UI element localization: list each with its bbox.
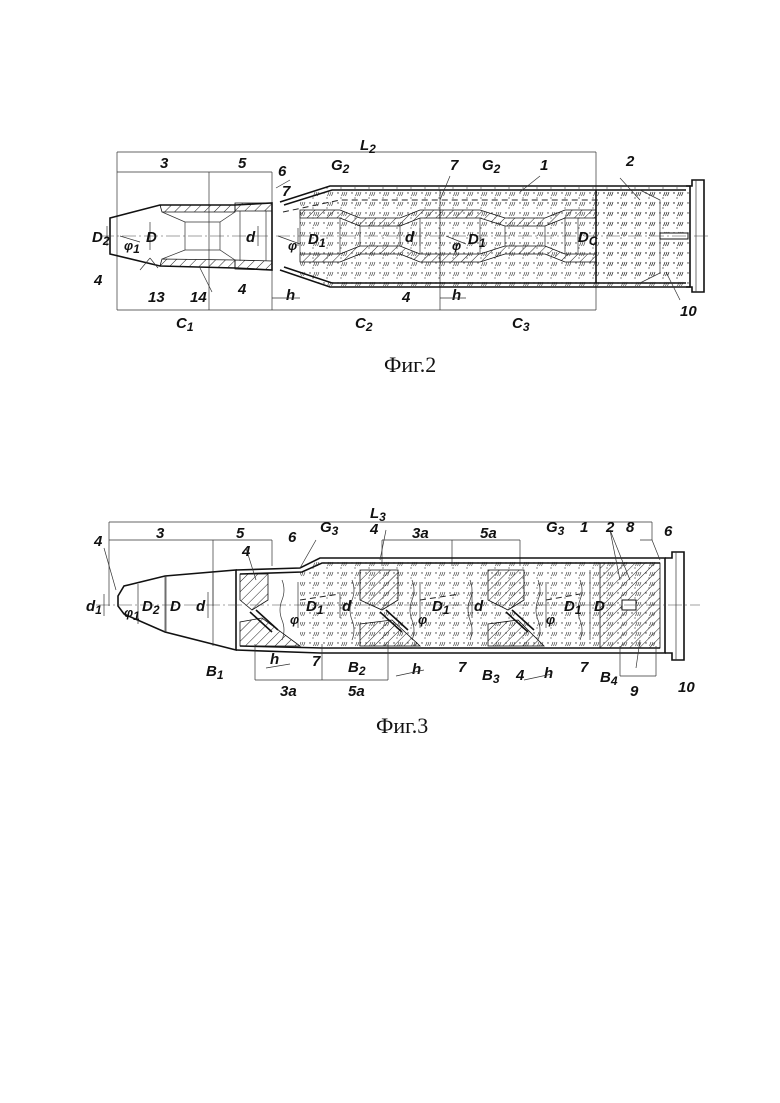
label-B4: B4 xyxy=(600,669,618,688)
label-5a-bot: 5a xyxy=(348,683,365,700)
cartridge-case-fig3 xyxy=(96,530,700,680)
label-4d: 4 xyxy=(515,667,525,684)
caption-fig2: Фиг.2 xyxy=(384,352,436,377)
label-h3: h xyxy=(544,665,553,682)
label-14: 14 xyxy=(190,289,207,306)
label-7b: 7 xyxy=(450,157,459,174)
label-10: 10 xyxy=(680,303,697,320)
label-5a-top: 5a xyxy=(480,525,497,542)
label-7b: 7 xyxy=(458,659,467,676)
label-B3: B3 xyxy=(482,667,500,686)
label-4a: 4 xyxy=(93,272,103,289)
label-phi-a: φ xyxy=(288,238,297,253)
label-1: 1 xyxy=(540,157,548,174)
label-h2: h xyxy=(412,661,421,678)
label-D: D xyxy=(146,229,157,246)
label-d-a: d xyxy=(196,598,206,615)
label-D2: D2 xyxy=(142,598,160,617)
label-d-b: d xyxy=(342,598,352,615)
label-B1: B1 xyxy=(206,663,224,682)
label-1: 1 xyxy=(580,519,588,536)
label-4c: 4 xyxy=(401,289,411,306)
label-7a: 7 xyxy=(282,183,291,200)
label-phi-c: φ xyxy=(546,612,555,627)
label-d1: d1 xyxy=(86,598,102,617)
label-4c: 4 xyxy=(369,521,379,538)
label-5: 5 xyxy=(238,155,247,172)
dim-h-fig3 xyxy=(266,664,552,680)
label-6b: 6 xyxy=(664,523,673,540)
label-3: 3 xyxy=(156,525,165,542)
label-phi-b: φ xyxy=(452,238,461,253)
label-2: 2 xyxy=(625,153,635,170)
label-13: 13 xyxy=(148,289,165,306)
caption-fig3: Фиг.3 xyxy=(376,713,428,738)
label-4-top: 4 xyxy=(93,533,103,550)
label-2: 2 xyxy=(605,519,615,536)
label-10: 10 xyxy=(678,679,695,696)
label-4b: 4 xyxy=(241,543,251,560)
label-C3: C3 xyxy=(512,315,530,334)
label-D-end: D xyxy=(594,598,605,615)
label-L2: L2 xyxy=(360,137,376,156)
label-d-1: d xyxy=(246,229,256,246)
figure-2: L2 3 5 6 7 G2 7 G2 1 2 D2 φ1 D d φ D1 d … xyxy=(92,137,710,377)
label-7c: 7 xyxy=(580,659,589,676)
label-6: 6 xyxy=(288,529,297,546)
label-C2: C2 xyxy=(355,315,373,334)
label-9: 9 xyxy=(630,683,639,700)
label-h2: h xyxy=(452,287,461,304)
label-phi1: φ1 xyxy=(124,238,140,256)
label-D: D xyxy=(170,598,181,615)
label-h1: h xyxy=(270,651,279,668)
label-4b: 4 xyxy=(237,281,247,298)
label-8: 8 xyxy=(626,519,635,536)
label-3: 3 xyxy=(160,155,169,172)
label-d-2: d xyxy=(405,229,415,246)
label-G2b: G2 xyxy=(482,157,501,176)
label-phi-a: φ xyxy=(290,612,299,627)
label-d-c: d xyxy=(474,598,484,615)
label-B2: B2 xyxy=(348,659,366,678)
label-C1: C1 xyxy=(176,315,194,334)
label-phi-b: φ xyxy=(418,612,427,627)
label-3a-top: 3a xyxy=(412,525,429,542)
label-7a: 7 xyxy=(312,653,321,670)
figure-3: L3 4 3 5 4 6 G3 4 3a 5a G3 1 2 8 6 d1 φ1… xyxy=(86,505,700,738)
label-h1: h xyxy=(286,287,295,304)
label-5: 5 xyxy=(236,525,245,542)
label-6: 6 xyxy=(278,163,287,180)
label-G2a: G2 xyxy=(331,157,350,176)
label-3a-bot: 3a xyxy=(280,683,297,700)
